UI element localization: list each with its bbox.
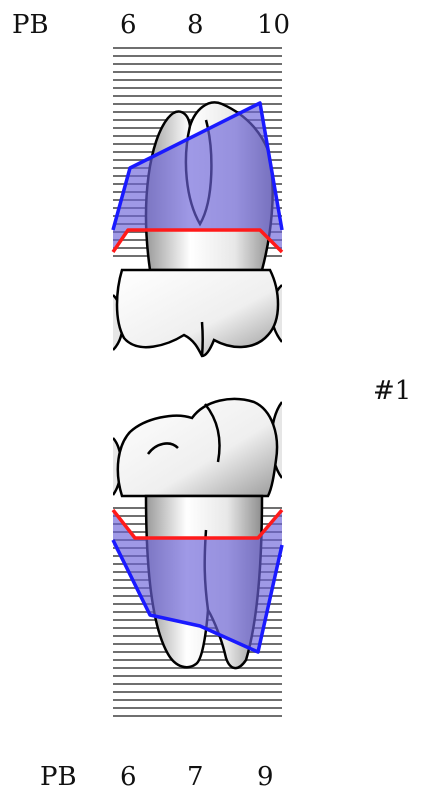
upper-tooth-crown [117, 270, 278, 356]
lower-tooth-crown [118, 399, 277, 496]
upper-tooth-crown-groove [202, 322, 203, 356]
